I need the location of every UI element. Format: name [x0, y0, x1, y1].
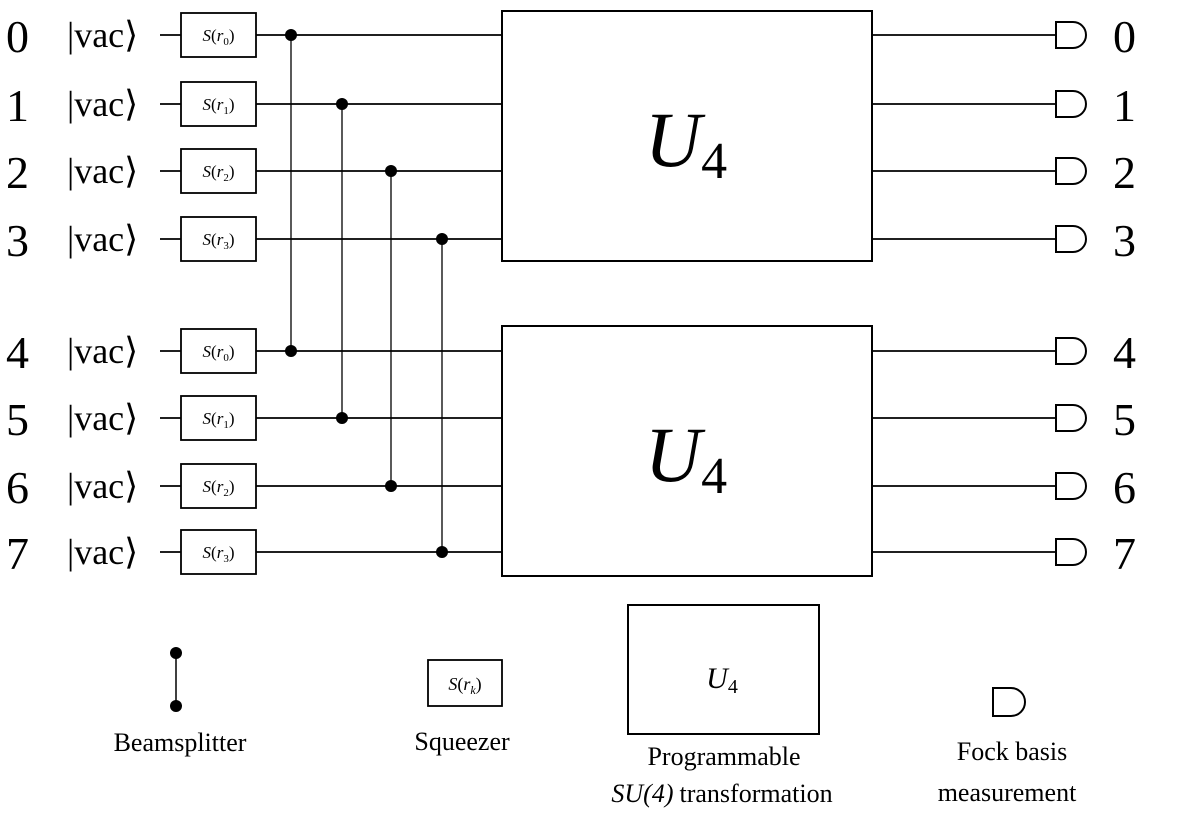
output-index-label: 0: [1113, 11, 1136, 62]
legend-measurement-label-line1: Fock basis: [957, 737, 1068, 766]
squeezer-box: [180, 216, 257, 262]
vacuum-state-label: |vac⟩: [67, 151, 138, 191]
output-index-label: 2: [1113, 147, 1136, 198]
legend-beamsplitter-dot-bottom: [170, 700, 182, 712]
detector-icon: [1055, 337, 1087, 365]
squeezer-box: [180, 529, 257, 575]
beamsplitter: [285, 29, 297, 357]
squeezer-box: [180, 463, 257, 509]
mode-index-label: 5: [6, 394, 29, 445]
vacuum-state-label: |vac⟩: [67, 532, 138, 572]
beamsplitter-dot: [436, 233, 448, 245]
detector-icon: [1055, 157, 1087, 185]
legend-unitary-label-line2: SU(4)transformation: [611, 779, 832, 808]
unitary-label: U4: [645, 411, 727, 505]
beamsplitter-dot: [285, 29, 297, 41]
squeezer-label: S(r0): [203, 342, 235, 364]
beamsplitter-dot: [385, 165, 397, 177]
vacuum-state-label: |vac⟩: [67, 466, 138, 506]
vacuum-state-label: |vac⟩: [67, 219, 138, 259]
unitary-block: U4: [501, 325, 873, 577]
mode-index-label: 3: [6, 215, 29, 266]
beamsplitters: [285, 29, 448, 558]
legend-squeezer: S(rk) Squeezer: [414, 659, 510, 756]
mode-index-label: 4: [6, 327, 29, 378]
detector-icon: [1055, 225, 1087, 253]
detector-icon: [1055, 21, 1087, 49]
squeezer-box: [180, 148, 257, 194]
legend-detector-icon: [992, 687, 1026, 717]
legend-squeezer-box: [427, 659, 503, 707]
legend-measurement: Fock basis measurement: [938, 687, 1077, 807]
detector-icon: [1055, 538, 1087, 566]
vacuum-state-label: |vac⟩: [67, 84, 138, 124]
beamsplitter-dot: [436, 546, 448, 558]
squeezer-label: S(r1): [203, 95, 235, 117]
wires: [160, 34, 1056, 553]
legend-unitary-symbol: U4: [706, 662, 738, 698]
squeezers: S(r0) S(r1) S(r2) S(r3) S(r0) S(r1) S(r2) S(r3): [180, 12, 257, 575]
mode-labels: 0 |vac⟩ 1 |vac⟩ 2 |vac⟩ 3 |vac⟩ 4 |vac⟩ 5 |vac⟩ 6 |va…: [6, 11, 1136, 579]
unitary-block: U4: [501, 10, 873, 262]
beamsplitter-dot: [336, 412, 348, 424]
beamsplitter-dot: [285, 345, 297, 357]
output-index-label: 6: [1113, 462, 1136, 513]
unitary-box: [501, 325, 873, 577]
detector-icon: [1055, 472, 1087, 500]
beamsplitter: [436, 233, 448, 558]
squeezer-label: S(r3): [203, 543, 235, 565]
vacuum-state-label: |vac⟩: [67, 331, 138, 371]
mode-index-label: 1: [6, 80, 29, 131]
beamsplitter: [336, 98, 348, 424]
beamsplitter-dot: [336, 98, 348, 110]
mode-index-label: 0: [6, 11, 29, 62]
unitary-box: [501, 10, 873, 262]
legend-squeezer-symbol: S(rk): [448, 674, 481, 697]
detector-icon: [1055, 404, 1087, 432]
squeezer-box: [180, 12, 257, 58]
output-index-label: 1: [1113, 80, 1136, 131]
vacuum-state-label: |vac⟩: [67, 15, 138, 55]
legend-beamsplitter-label: Beamsplitter: [114, 728, 247, 757]
legend-beamsplitter: Beamsplitter: [114, 647, 247, 757]
squeezer-box: [180, 81, 257, 127]
detectors: [1055, 21, 1087, 566]
detector-icon: [1055, 90, 1087, 118]
mode-index-label: 2: [6, 147, 29, 198]
legend-beamsplitter-dot-top: [170, 647, 182, 659]
squeezer-label: S(r0): [203, 26, 235, 48]
squeezer-label: S(r3): [203, 230, 235, 252]
legend-unitary-label-line1: Programmable: [647, 742, 800, 771]
squeezer-label: S(r2): [203, 162, 235, 184]
output-index-label: 5: [1113, 394, 1136, 445]
unitary-label: U4: [645, 96, 727, 190]
squeezer-label: S(r2): [203, 477, 235, 499]
squeezer-box: [180, 328, 257, 374]
legend-unitary: U4 Programmable SU(4)transformation: [611, 604, 833, 808]
squeezer-label: S(r1): [203, 409, 235, 431]
legend-squeezer-label: Squeezer: [414, 727, 510, 756]
vacuum-state-label: |vac⟩: [67, 398, 138, 438]
mode-index-label: 7: [6, 528, 29, 579]
squeezer-box: [180, 395, 257, 441]
beamsplitter: [385, 165, 397, 492]
output-index-label: 7: [1113, 528, 1136, 579]
output-index-label: 3: [1113, 215, 1136, 266]
legend: Beamsplitter S(rk) Squeezer U4 Programma…: [114, 604, 1077, 808]
legend-unitary-box: [627, 604, 820, 735]
mode-index-label: 6: [6, 462, 29, 513]
legend-measurement-label-line2: measurement: [938, 778, 1077, 807]
beamsplitter-dot: [385, 480, 397, 492]
output-index-label: 4: [1113, 327, 1136, 378]
